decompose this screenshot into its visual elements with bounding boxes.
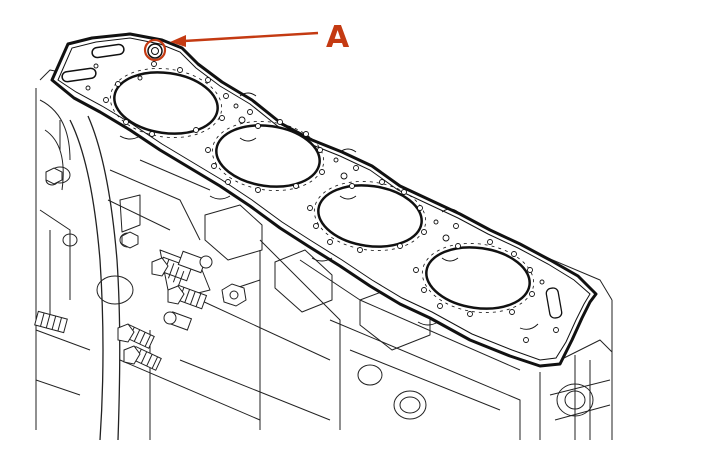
hex-nut: [221, 283, 247, 307]
cylinder-bore: [211, 121, 325, 191]
gasket-holes: [85, 61, 559, 343]
gasket-slot: [61, 67, 97, 83]
arrow-icon: [183, 31, 319, 43]
callout-a: A: [143, 20, 350, 62]
cylinder-bore: [421, 243, 535, 313]
hex-nut: [45, 167, 63, 185]
gasket-slot: [545, 287, 563, 319]
cylinder-bore: [109, 68, 223, 138]
gasket-slot: [91, 43, 125, 59]
hex-nut: [121, 231, 139, 249]
bolt-stud: [151, 256, 193, 286]
bolt-stud: [163, 311, 193, 331]
bolts: [34, 167, 247, 371]
cylinder-bore: [313, 181, 427, 251]
gasket-alignment-hole: [147, 43, 163, 59]
engine-block: [35, 69, 613, 441]
arrowhead: [170, 35, 186, 47]
bolt-stud: [177, 250, 213, 274]
callout-ring: [143, 38, 167, 62]
callout-label: A: [326, 20, 350, 55]
bolt-stud: [117, 323, 155, 349]
bolt-stud: [123, 345, 162, 371]
bolt-stud: [167, 284, 208, 310]
gasket-waterways: [119, 92, 539, 330]
head-gasket: [50, 32, 598, 368]
bolt-stud: [34, 310, 68, 334]
